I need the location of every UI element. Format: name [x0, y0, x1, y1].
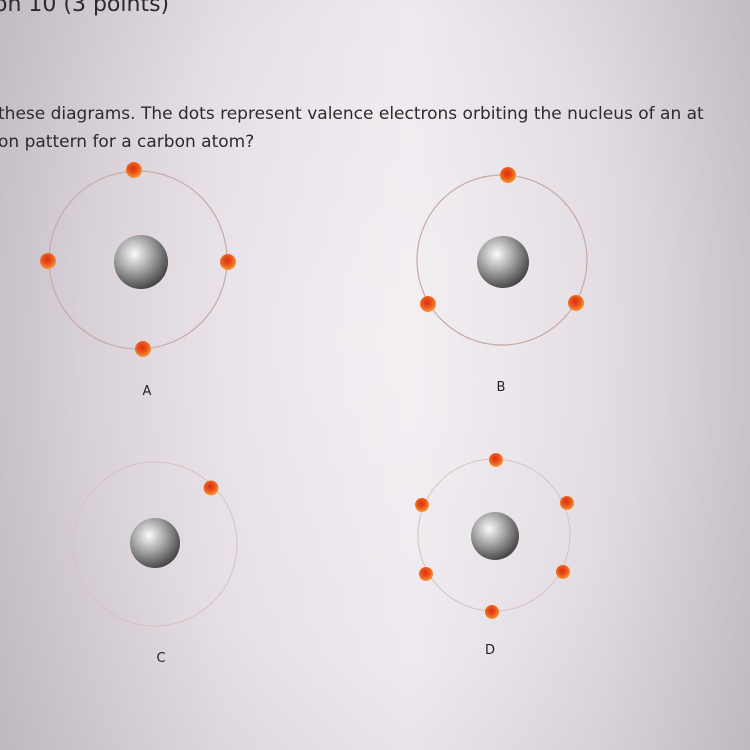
orbit-ring [72, 461, 238, 627]
option-d-label: D [485, 643, 495, 658]
question-text: these diagrams. The dots represent valen… [0, 100, 704, 156]
electron-dot [489, 453, 503, 467]
electron-dot [203, 480, 219, 496]
question-title: on 10 (3 points) [0, 0, 170, 17]
electron-dot [568, 295, 584, 311]
option-c-diagram[interactable] [72, 461, 238, 627]
electron-dot [126, 162, 142, 178]
option-d-diagram[interactable] [415, 453, 574, 619]
nucleus [114, 235, 168, 289]
electron-dot [40, 253, 56, 269]
option-b-diagram[interactable] [416, 167, 588, 346]
option-a-diagram[interactable] [40, 162, 236, 357]
option-c-label: C [156, 651, 165, 666]
electron-dot [500, 167, 516, 183]
electron-dot [420, 296, 436, 312]
electron-dot [135, 341, 151, 357]
nucleus [477, 236, 529, 288]
nucleus [471, 512, 519, 560]
question-text-line-2: on pattern for a carbon atom? [0, 132, 255, 152]
nucleus [130, 518, 180, 568]
electron-dot [415, 498, 429, 512]
electron-dot [419, 567, 433, 581]
electron-dot [560, 496, 574, 510]
electron-dot [556, 565, 570, 579]
option-a-label: A [143, 384, 152, 399]
electron-dot [220, 254, 236, 270]
question-text-line-1: these diagrams. The dots represent valen… [0, 104, 704, 124]
electron-dot [485, 605, 499, 619]
option-b-label: B [497, 380, 506, 395]
